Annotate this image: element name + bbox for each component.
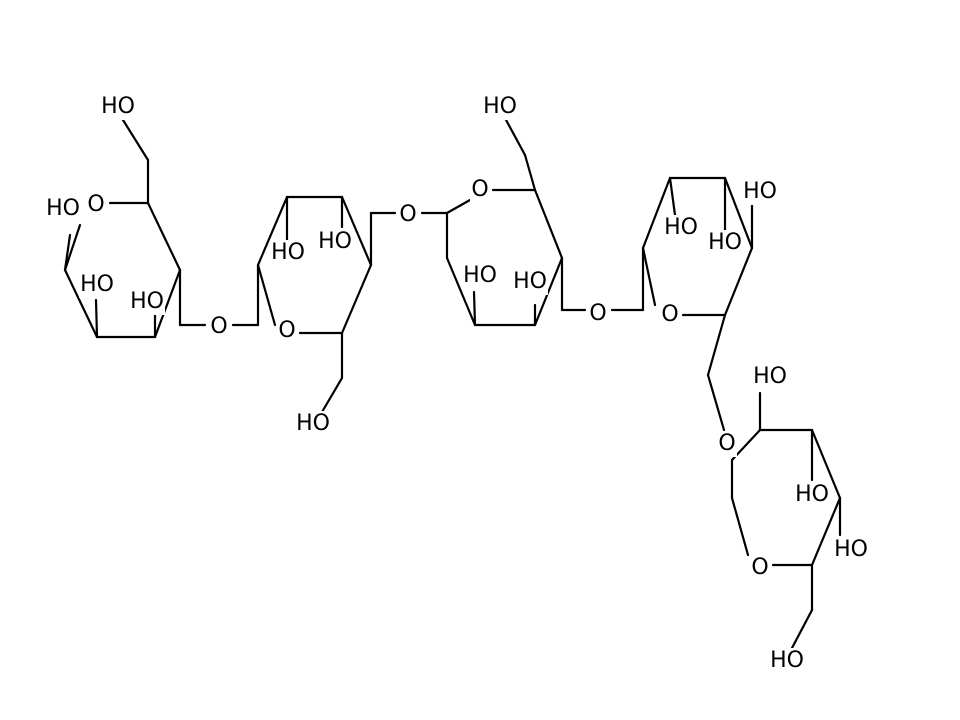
bond-line — [63, 233, 72, 272]
ho-label: HO — [795, 482, 829, 507]
ho-label: HO — [271, 240, 305, 265]
bond-line — [533, 188, 564, 260]
bond-line — [533, 256, 564, 327]
bond-line — [153, 268, 182, 339]
bond-line — [810, 428, 842, 500]
ho-label: HO — [513, 269, 547, 294]
bond-line — [723, 176, 754, 250]
label-background — [588, 301, 608, 327]
bond-line — [340, 195, 373, 267]
bond-line — [810, 496, 842, 567]
label-background — [663, 215, 699, 241]
label-background — [752, 364, 788, 390]
ho-label: HO — [463, 263, 497, 288]
bond-line — [63, 223, 82, 272]
ring-oxygen-label: O — [87, 192, 104, 217]
bridge-oxygen-label: O — [589, 301, 606, 326]
ring-oxygen-label: O — [278, 318, 295, 343]
bond-line — [503, 116, 527, 157]
label-background — [317, 229, 353, 255]
bond-line — [723, 246, 754, 317]
label-background — [769, 648, 805, 674]
bond-line — [146, 201, 182, 272]
bond-lines — [63, 116, 842, 650]
bond-line — [523, 153, 537, 192]
bridge-oxygen-label: O — [399, 202, 416, 227]
ho-label: HO — [483, 94, 517, 119]
label-background — [86, 192, 106, 218]
label-background — [660, 302, 680, 328]
label-background — [277, 318, 297, 344]
label-background — [270, 240, 306, 266]
ring-oxygen-label: O — [751, 555, 768, 580]
label-background — [209, 314, 229, 340]
label-background — [295, 411, 331, 437]
label-background — [742, 179, 778, 205]
bridge-oxygen-label: O — [210, 314, 227, 339]
atom-labels: HO O HO HO HO O HO HO O HO O HO O HO HO O HO HO HO O O HO HO HO… — [45, 94, 869, 674]
bond-line — [445, 256, 477, 327]
label-background — [750, 555, 770, 581]
bond-line — [730, 496, 750, 557]
label-background — [717, 431, 737, 457]
label-background — [470, 177, 490, 203]
bond-line — [641, 176, 672, 250]
ho-label: HO — [80, 272, 114, 297]
ring-oxygen-label: O — [661, 302, 678, 327]
ho-label: HO — [130, 289, 164, 314]
ho-label: HO — [743, 179, 777, 204]
bond-line — [706, 373, 726, 432]
label-background — [512, 269, 548, 295]
bond-line — [706, 313, 727, 377]
label-background — [129, 289, 165, 315]
ho-label: HO — [296, 411, 330, 436]
bond-line — [256, 195, 289, 267]
ho-label: HO — [46, 196, 80, 221]
label-background — [100, 94, 136, 120]
bond-line — [121, 118, 150, 162]
bond-line — [94, 298, 99, 339]
bond-line — [63, 268, 99, 339]
ho-label: HO — [753, 364, 787, 389]
bond-line — [340, 263, 373, 335]
ring-oxygen-label: O — [471, 177, 488, 202]
label-background — [833, 537, 869, 563]
label-background — [482, 94, 518, 120]
ho-label: HO — [834, 537, 868, 562]
label-background — [398, 202, 418, 228]
bond-line — [668, 176, 677, 217]
ho-label: HO — [318, 229, 352, 254]
bond-line — [790, 608, 814, 650]
label-background — [462, 263, 498, 289]
bridge-oxygen-label: O — [718, 431, 735, 456]
ho-label: HO — [664, 215, 698, 240]
bond-line — [445, 198, 472, 215]
label-background — [45, 196, 81, 222]
bond-line — [256, 263, 277, 327]
bond-line — [320, 376, 344, 414]
bond-line — [641, 246, 657, 307]
bond-line — [472, 290, 477, 327]
ho-label: HO — [101, 94, 135, 119]
label-background — [79, 272, 115, 298]
ho-label: HO — [708, 230, 742, 255]
label-background — [707, 230, 743, 256]
ho-label: HO — [770, 648, 804, 673]
label-background — [794, 482, 830, 508]
